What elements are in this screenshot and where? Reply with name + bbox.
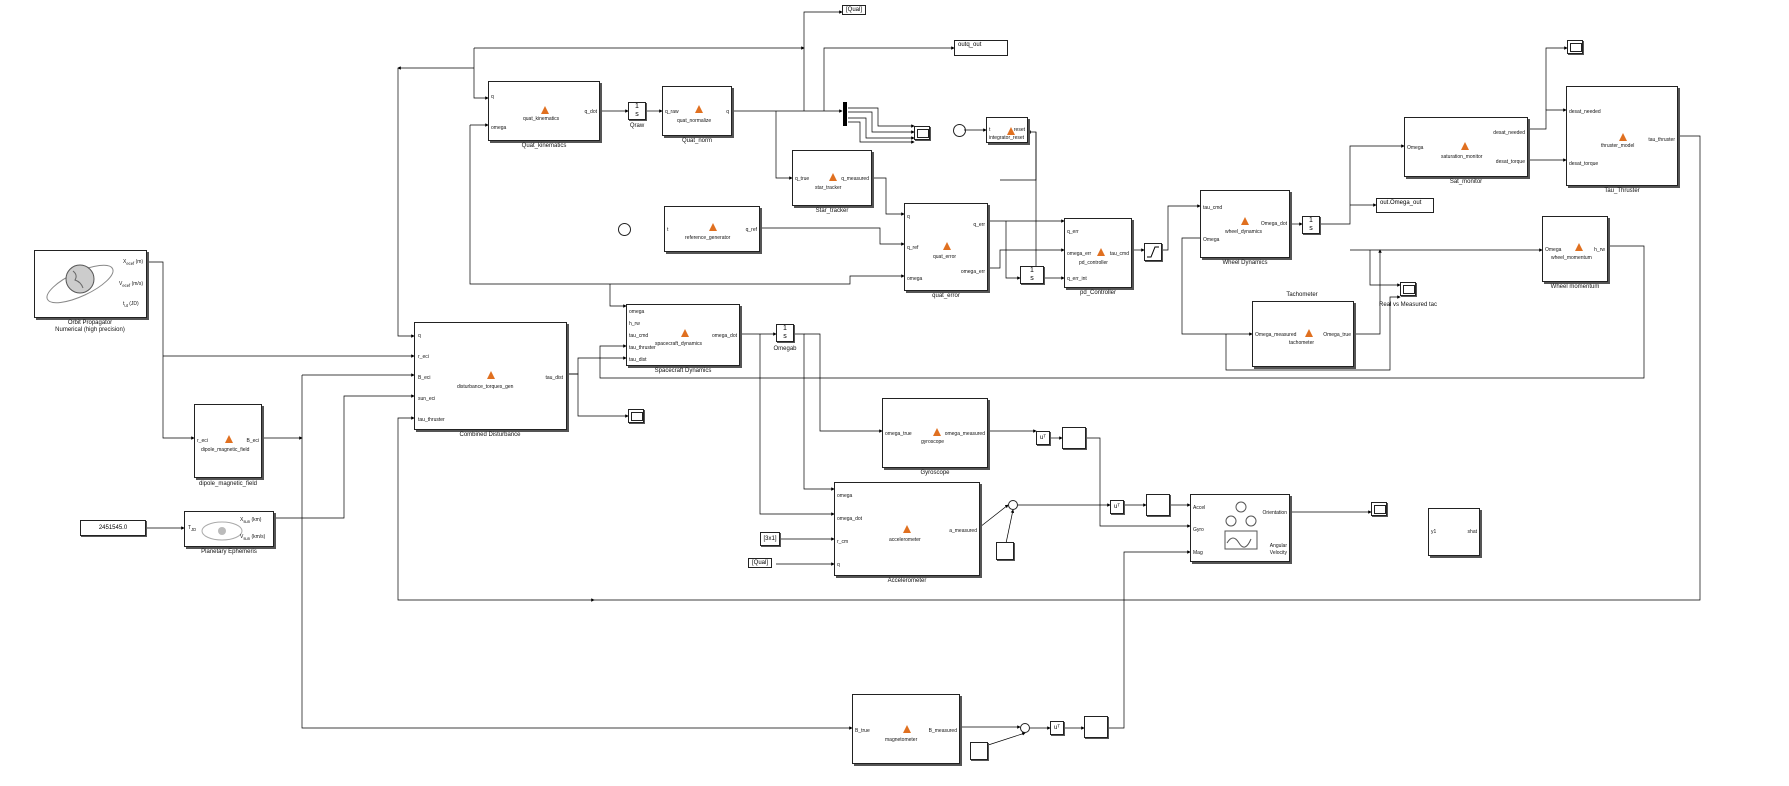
orientation-scope[interactable]	[1371, 502, 1387, 516]
matlab-function-icon	[903, 525, 911, 533]
gyroscope-block[interactable]: omega_true omega_measured gyroscope	[882, 398, 988, 468]
gyroscope-caption: Gyroscope	[920, 470, 950, 476]
quat-error-caption: quat_error	[932, 293, 960, 299]
tachometer-block[interactable]: Omega_measured Omega_true tachometer	[1252, 301, 1354, 367]
matlab-function-icon	[1007, 127, 1015, 135]
out-omega-out-block[interactable]: out.Omega_out	[1376, 198, 1434, 213]
sat-monitor-caption: Sat_monitor	[1449, 179, 1483, 185]
julian-date-constant[interactable]: 2451545.0	[80, 520, 146, 536]
combined-disturbance-block[interactable]: q r_eci B_eci sun_eci tau_thruster tau_d…	[414, 322, 567, 430]
torque-saturation[interactable]	[1144, 243, 1162, 261]
accel-transpose[interactable]: uᵀ	[1110, 500, 1124, 514]
matlab-function-icon	[829, 173, 837, 181]
pd-controller-caption: pd_Controller	[1079, 290, 1117, 296]
earth-orbit-icon	[46, 264, 114, 304]
omegab-caption: Omegab	[773, 346, 797, 352]
qual-from-tag[interactable]: [Qual]	[748, 558, 773, 568]
real-vs-measured-caption: Real vs Measured tac	[1378, 302, 1438, 308]
disturbance-caption: Combined Disturbance	[459, 432, 521, 438]
matlab-function-icon	[1575, 243, 1583, 251]
mag-buffer[interactable]	[1084, 716, 1108, 738]
quat-norm-block[interactable]: q_raw q quat_normalize	[662, 86, 732, 136]
mag-noise-source[interactable]	[970, 742, 988, 760]
matlab-function-icon	[695, 105, 703, 113]
matlab-function-icon	[943, 242, 951, 250]
clock-icon[interactable]	[618, 223, 631, 236]
dipole-caption: dipole_magnetic_field	[198, 481, 258, 487]
mag-transpose[interactable]: uᵀ	[1050, 721, 1064, 735]
orbit-propagator-caption1: Orbit Propagator	[67, 320, 113, 326]
quat-error-block[interactable]: q q_ref omega q_err omega_err quat_error	[904, 203, 988, 291]
magnetometer-block[interactable]: B_true B_measured magnetometer	[852, 694, 960, 764]
quaternion-scope[interactable]	[914, 126, 930, 140]
wheel-momentum-caption: Wheel momentum	[1550, 284, 1600, 290]
matlab-function-icon	[1241, 217, 1249, 225]
matlab-function-icon	[225, 435, 233, 443]
accel-buffer[interactable]	[1146, 494, 1170, 516]
star-tracker-block[interactable]: q_true q_measured star_tracker	[792, 150, 872, 206]
accelerometer-caption: Accelerometer	[887, 578, 927, 584]
matlab-function-icon	[1097, 248, 1105, 256]
spacecraft-dynamics-block[interactable]: omega h_rw tau_cmd tau_thruster tau_dist…	[626, 304, 740, 366]
orbit-propagator-caption2: Numerical (high precision)	[55, 327, 125, 333]
dipole-magnetic-field-block[interactable]: r_eci B_eci dipole_magnetic_field	[194, 404, 262, 478]
quat-kinematics-caption: Quat_kinematics	[521, 143, 567, 149]
tachometer-scope[interactable]	[1400, 282, 1416, 296]
thruster-caption: Tau_Thruster	[1604, 188, 1640, 194]
spacecraft-dynamics-caption: Spacecraft Dynamics	[654, 368, 712, 374]
reference-generator-block[interactable]: t q_ref reference_generator	[664, 206, 760, 252]
thruster-model-block[interactable]: desat_needed desat_torque tau_thruster t…	[1566, 86, 1678, 186]
wheel-momentum-block[interactable]: Omega h_rw wheel_momentum	[1542, 216, 1608, 282]
orbit-propagator-block[interactable]: Xecef (m) Vecef (m/s) tut (JD)	[34, 250, 147, 318]
matlab-function-block[interactable]: y1 shat	[1428, 508, 1480, 556]
gyro-buffer[interactable]	[1062, 427, 1086, 449]
clock-icon[interactable]	[953, 124, 966, 137]
wheel-dynamics-block[interactable]: tau_cmd Omega Omega_dot wheel_dynamics	[1200, 190, 1290, 258]
tachometer-title: Tachometer	[1286, 292, 1318, 298]
gyro-transpose[interactable]: uᵀ	[1036, 431, 1050, 445]
saturation-monitor-block[interactable]: Omega desat_needed desat_torque saturati…	[1404, 117, 1528, 177]
star-tracker-caption: Star_tracker	[815, 208, 849, 214]
matlab-function-icon	[1305, 329, 1313, 337]
matlab-function-icon	[541, 106, 549, 114]
matlab-function-icon	[1619, 133, 1627, 141]
matlab-function-icon	[487, 371, 495, 379]
accelerometer-block[interactable]: omega omega_dot r_cm q a_measured accele…	[834, 482, 980, 576]
thruster-scope[interactable]	[1567, 40, 1583, 54]
matlab-function-icon	[1461, 142, 1469, 150]
solar-system-icon	[201, 521, 243, 541]
ephemeris-caption: Planetary Ephemeris	[201, 549, 257, 555]
qraw-caption: Qraw	[629, 123, 645, 129]
planetary-ephemeris-block[interactable]: TJD Xsun (km) Vsun (km/s)	[184, 511, 274, 547]
disturbance-scope[interactable]	[628, 409, 644, 423]
accel-noise-source[interactable]	[996, 542, 1014, 560]
sensor-fusion-block[interactable]: Accel Gyro Mag Orientation Angular Veloc…	[1190, 494, 1290, 562]
accel-sum[interactable]	[1008, 500, 1018, 510]
saturation-icon	[1147, 246, 1159, 258]
matlab-function-icon	[903, 725, 911, 733]
outq-out-block[interactable]: outq_out	[954, 40, 1008, 56]
matlab-function-icon	[709, 223, 717, 231]
quat-kinematics-block[interactable]: q omega q_dot quat_kinematics	[488, 81, 600, 141]
rcm-constant[interactable]: [3x1]	[760, 532, 780, 546]
pd-controller-block[interactable]: q_err omega_err q_err_int tau_cmd pd_con…	[1064, 218, 1132, 288]
matlab-function-icon	[933, 428, 941, 436]
mag-sum[interactable]	[1020, 723, 1030, 733]
quat-norm-caption: Quat_norm	[681, 138, 713, 144]
mux-block[interactable]	[843, 102, 847, 126]
integrator-reset-block[interactable]: t reset integrator_reset	[986, 117, 1028, 143]
matlab-function-icon	[681, 329, 689, 337]
wheel-dynamics-caption: Wheel Dynamics	[1222, 260, 1268, 266]
imu-fusion-icon	[1224, 501, 1258, 550]
qual-goto-tag[interactable]: [Qual]	[842, 5, 867, 15]
